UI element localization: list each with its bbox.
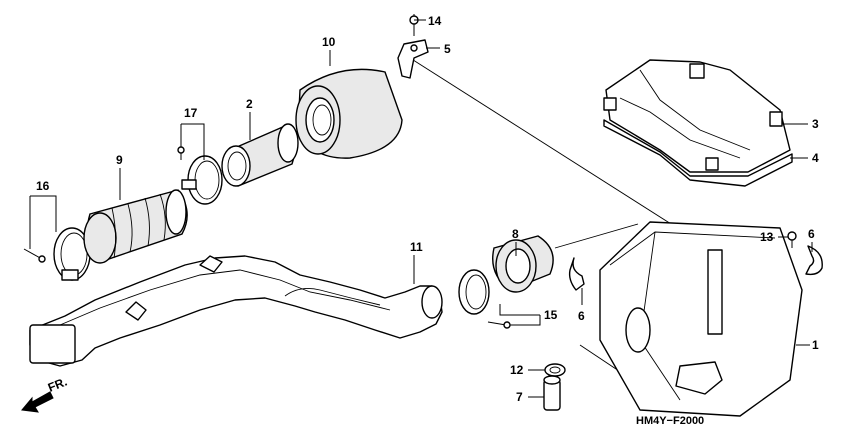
- callout-7: 7: [516, 390, 523, 404]
- connecting-tube-part-2: [221, 123, 299, 187]
- callout-14: 14: [428, 14, 442, 28]
- air-cleaner-joint-part-8: [458, 235, 554, 329]
- front-direction-indicator: FR.: [21, 375, 69, 413]
- callout-13: 13: [760, 230, 774, 244]
- callout-15: 15: [544, 308, 558, 322]
- front-arrow-icon: [21, 391, 54, 413]
- callout-3: 3: [812, 117, 819, 131]
- callout-9: 9: [116, 153, 123, 167]
- callout-10: 10: [322, 35, 336, 49]
- air-filter-element-part-10: [295, 68, 403, 159]
- callout-2: 2: [246, 97, 253, 111]
- callout-11: 11: [410, 240, 423, 254]
- callout-16: 16: [36, 179, 50, 193]
- front-label: FR.: [46, 375, 69, 395]
- drawing-code: HM4Y−F2000: [636, 415, 704, 427]
- drain-plug-part-12-7: [543, 363, 566, 411]
- callout-4: 4: [812, 151, 819, 165]
- callout-5: 5: [444, 42, 451, 56]
- band-clamp-part-16: [23, 227, 91, 281]
- rubber-joint-part-9: [83, 189, 188, 264]
- air-cleaner-cover-part-3-4: [603, 59, 793, 187]
- callout-6-right: 6: [808, 227, 815, 241]
- callout-12: 12: [510, 363, 524, 377]
- bolt-part-13: [787, 231, 797, 248]
- bracket-part-5: [397, 14, 429, 79]
- clip-part-6: [568, 245, 823, 291]
- clamp-part-17: [177, 145, 223, 205]
- intake-duct-part-11: [29, 255, 443, 367]
- callout-6-left: 6: [578, 309, 585, 323]
- callout-1: 1: [812, 338, 819, 352]
- air-cleaner-case-part-1: [599, 221, 803, 417]
- callout-8: 8: [512, 227, 519, 241]
- callout-17: 17: [184, 106, 198, 120]
- callout-leaders: [29, 19, 813, 398]
- callout-numbers: 14 5 10 2 17 9 16 11 8 15 6 6 13 3 4 1 1…: [36, 14, 819, 404]
